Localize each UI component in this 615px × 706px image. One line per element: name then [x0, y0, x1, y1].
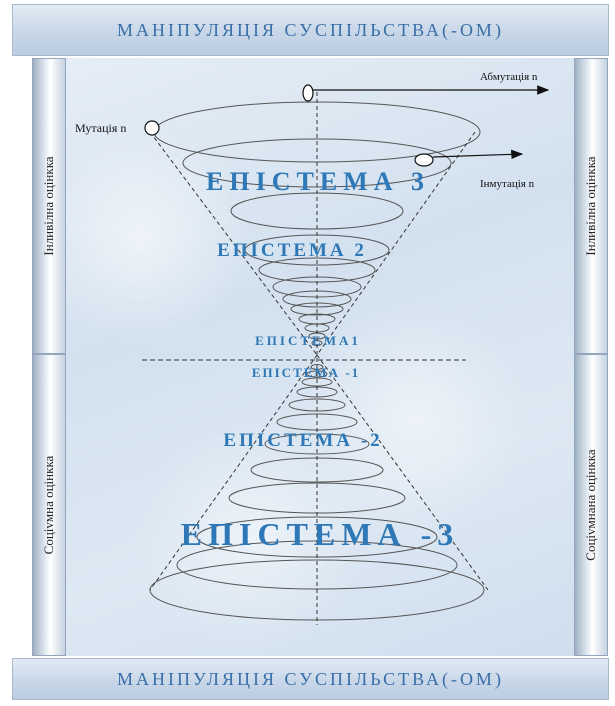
episteme-minus-2-label: ЕПІСТЕМА -2	[223, 430, 382, 451]
episteme-minus-1-label: ЕПІСТЕМА -1	[252, 365, 360, 380]
inmutation-label: Інмутація n	[480, 178, 535, 190]
mutation-label: Мутація n	[75, 121, 126, 135]
abmutation-marker	[302, 84, 314, 102]
cone-ellipse	[153, 101, 481, 163]
cone-ellipse	[264, 433, 370, 455]
episteme-3-label: ЕПІСТЕМА 3	[206, 167, 430, 196]
inmutation-arrow	[432, 149, 524, 160]
upper-right-generatrix	[316, 131, 476, 356]
abmutation-label: Абмутація n	[480, 71, 538, 83]
inmutation-marker	[414, 153, 434, 167]
right-bottom-panel: Соціvмнана оцінкка	[574, 354, 608, 656]
episteme-minus-3-label: ЕПІСТЕМА -3	[181, 516, 459, 552]
header-band: МАНІПУЛЯЦІЯ СУСПІЛЬСТВА(-ОМ)	[12, 4, 609, 56]
cone-ellipse	[272, 276, 362, 298]
episteme-2-label: ЕПІСТЕМА 2	[217, 240, 367, 261]
left-bottom-panel: Соціvмна оцінкка	[32, 354, 66, 656]
mutation-marker	[144, 120, 160, 136]
cone-ellipse	[306, 370, 328, 378]
lower-right-generatrix	[316, 354, 489, 591]
lower-left-generatrix	[149, 354, 318, 591]
footer-band: МАНІПУЛЯЦІЯ СУСПІЛЬСТВА(-ОМ)	[12, 658, 609, 700]
cone-ellipse	[310, 364, 324, 370]
upper-left-generatrix	[149, 131, 318, 356]
header-title: МАНІПУЛЯЦІЯ СУСПІЛЬСТВА(-ОМ)	[117, 19, 504, 40]
footer-title: МАНІПУЛЯЦІЯ СУСПІЛЬСТВА(-ОМ)	[117, 668, 504, 689]
diagram-field	[32, 58, 578, 656]
right-top-panel: Інливілна оцінкка	[574, 58, 608, 354]
episteme-1-label: ЕПІСТЕМА1	[255, 333, 361, 348]
left-top-panel: Інливілна оцінкка	[32, 58, 66, 354]
